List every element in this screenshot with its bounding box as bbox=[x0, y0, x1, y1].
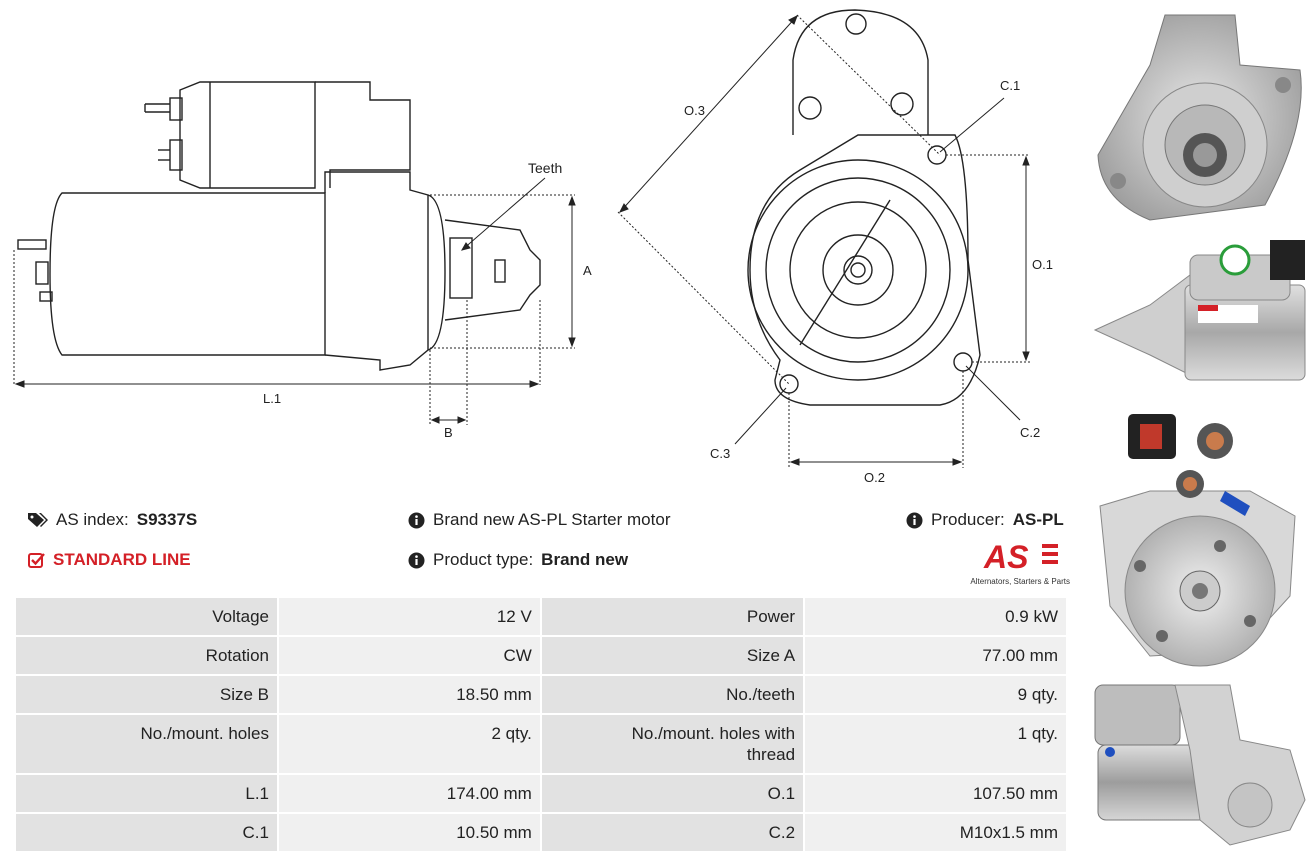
product-photo-front bbox=[1097, 14, 1302, 221]
spec-label: Size B bbox=[16, 676, 277, 713]
spec-label: L.1 bbox=[16, 775, 277, 812]
teeth-label: Teeth bbox=[528, 160, 562, 176]
as-index-label: AS index: bbox=[56, 510, 129, 529]
as-index-row: AS index: S9337S bbox=[28, 510, 197, 530]
spec-label: Voltage bbox=[16, 598, 277, 635]
info-circle-icon bbox=[408, 552, 425, 568]
spec-value: 107.50 mm bbox=[805, 775, 1066, 812]
spec-value: CW bbox=[279, 637, 540, 674]
dimension-l1-label: L.1 bbox=[263, 391, 281, 406]
product-photo-rear bbox=[1099, 414, 1296, 667]
standard-line-row: STANDARD LINE bbox=[28, 550, 191, 570]
spec-value: 0.9 kW bbox=[805, 598, 1066, 635]
as-pl-logo: AS Alternators, Starters & Parts bbox=[962, 539, 1070, 586]
spec-value: 12 V bbox=[279, 598, 540, 635]
spec-value: 10.50 mm bbox=[279, 814, 540, 851]
product-type-label: Product type: bbox=[433, 550, 534, 569]
specs-table: Voltage 12 V Power 0.9 kW Rotation CW Si… bbox=[14, 596, 1068, 853]
product-photo-side bbox=[1093, 240, 1306, 381]
as-index-value: S9337S bbox=[136, 510, 198, 529]
spec-value: 2 qty. bbox=[279, 715, 540, 773]
dimension-c1-label: C.1 bbox=[1000, 78, 1020, 93]
info-circle-icon bbox=[408, 512, 425, 528]
product-type-value: Brand new bbox=[541, 550, 629, 569]
dimension-o3-label: O.3 bbox=[684, 103, 705, 118]
front-view-drawing: O.3 C.1 O.1 C.2 C.3 O.2 bbox=[617, 9, 1053, 485]
producer-value: AS-PL bbox=[1012, 510, 1064, 529]
spec-label: O.1 bbox=[541, 775, 804, 812]
spec-value: M10x1.5 mm bbox=[805, 814, 1066, 851]
spec-label: No./teeth bbox=[541, 676, 804, 713]
spec-value: 77.00 mm bbox=[805, 637, 1066, 674]
spec-value: 18.50 mm bbox=[279, 676, 540, 713]
description-text: Brand new AS-PL Starter motor bbox=[433, 510, 671, 529]
standard-line-label: STANDARD LINE bbox=[53, 550, 191, 569]
table-row: Size B 18.50 mm No./teeth 9 qty. bbox=[16, 676, 1066, 713]
table-row: C.1 10.50 mm C.2 M10x1.5 mm bbox=[16, 814, 1066, 851]
as-logo-mark: AS bbox=[983, 539, 1058, 575]
spec-label: C.1 bbox=[16, 814, 277, 851]
table-row: Voltage 12 V Power 0.9 kW bbox=[16, 598, 1066, 635]
checkbox-checked-icon bbox=[28, 553, 45, 568]
spec-label: Rotation bbox=[16, 637, 277, 674]
logo-text: AS bbox=[983, 540, 1029, 572]
logo-tagline: Alternators, Starters & Parts bbox=[970, 577, 1070, 586]
dimension-o1-label: O.1 bbox=[1032, 257, 1053, 272]
dimension-a-label: A bbox=[583, 263, 592, 278]
spec-value: 1 qty. bbox=[805, 715, 1066, 773]
dimension-c3-label: C.3 bbox=[710, 446, 730, 461]
dimension-o2-label: O.2 bbox=[864, 470, 885, 485]
spec-value: 174.00 mm bbox=[279, 775, 540, 812]
spec-label: C.2 bbox=[541, 814, 804, 851]
info-circle-icon bbox=[906, 512, 923, 528]
product-photo-angle bbox=[1094, 684, 1306, 846]
dimension-b-label: B bbox=[444, 425, 453, 440]
side-view-drawing: Teeth A L.1 B bbox=[13, 81, 592, 440]
product-type-row: Product type: Brand new bbox=[408, 550, 628, 570]
description-row: Brand new AS-PL Starter motor bbox=[408, 510, 670, 530]
spec-label: Size A bbox=[541, 637, 804, 674]
spec-label: No./mount. holes bbox=[16, 715, 277, 773]
spec-label: Power bbox=[541, 598, 804, 635]
table-row: Rotation CW Size A 77.00 mm bbox=[16, 637, 1066, 674]
tags-icon bbox=[28, 513, 48, 527]
table-row: L.1 174.00 mm O.1 107.50 mm bbox=[16, 775, 1066, 812]
table-row: No./mount. holes 2 qty. No./mount. holes… bbox=[16, 715, 1066, 773]
producer-row: Producer: AS-PL bbox=[906, 510, 1064, 530]
dimension-c2-label: C.2 bbox=[1020, 425, 1040, 440]
spec-label: No./mount. holes with thread bbox=[541, 715, 804, 773]
spec-value: 9 qty. bbox=[805, 676, 1066, 713]
producer-label: Producer: bbox=[931, 510, 1005, 529]
